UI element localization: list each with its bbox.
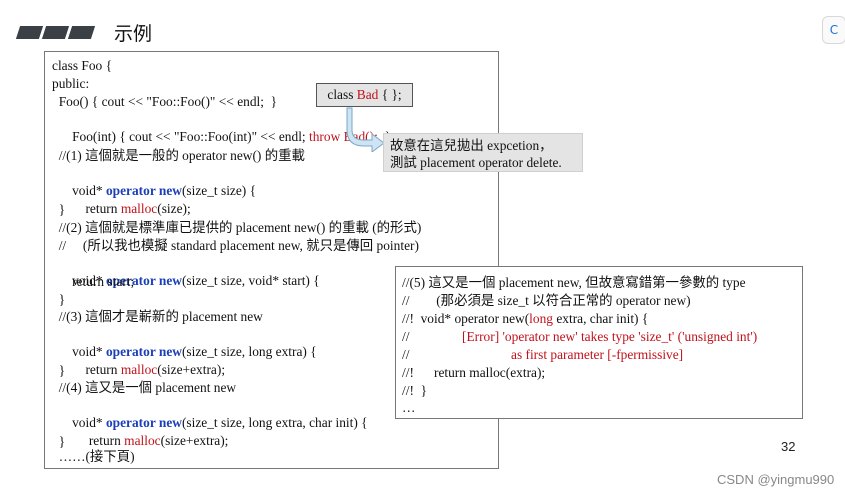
code-line: void* operator new(size_t size, long ext… (52, 326, 317, 377)
code-line: } (52, 434, 66, 449)
code-text: void* (65, 273, 103, 288)
code-comment: // (那必須是 size_t 以符合正常的 operator new) (402, 293, 691, 308)
header-block-icon (15, 25, 44, 39)
code-line: void* operator new(size_t size) { (52, 165, 256, 216)
code-line: } (52, 292, 66, 307)
code-text: //! void* operator new( (402, 311, 530, 326)
code-line: return malloc(size); (52, 183, 191, 234)
code-line: //! } (402, 383, 428, 398)
slide-header: 示例 (15, 20, 153, 45)
code-text: Foo(int) { cout << "Foo::Foo(int)" << en… (65, 129, 306, 144)
code-text: return (65, 433, 121, 448)
code-text: (size_t size, long extra) { (181, 344, 317, 359)
code-line: } (52, 202, 66, 217)
code-text: void* (65, 415, 103, 430)
code-text: void* (65, 183, 103, 198)
code-line: } (52, 363, 66, 378)
wrong-type: long (529, 311, 553, 326)
bad-class-callout: class Bad { }; (316, 83, 413, 107)
code-keyword: operator new (105, 273, 182, 288)
code-comment: // (所以我也模擬 standard placement new, 就只是傳回… (52, 238, 419, 253)
code-text: (size_t size, void* start) { (181, 273, 320, 288)
code-comment: //(2) 這個就是標準庫已提供的 placement new() 的重載 (的… (52, 220, 422, 235)
error-message: [Error] 'operator new' takes type 'size_… (462, 329, 758, 344)
note-line: 測試 placement operator delete. (390, 155, 562, 170)
code-line: void* operator new(size_t size, long ext… (52, 397, 368, 448)
code-line: //! return malloc(extra); (402, 365, 546, 380)
exception-note: 故意在這兒拋出 expcetion， 測試 placement operator… (383, 133, 583, 172)
code-text: (size+extra); (160, 433, 229, 448)
watermark: CSDN @yingmu990 (717, 472, 835, 487)
continued-label: ……(接下頁) (52, 449, 135, 464)
code-keyword: operator new (105, 183, 182, 198)
code-keyword: operator new (105, 344, 182, 359)
code-line: public: (52, 76, 90, 91)
bad-name: Bad (356, 87, 379, 102)
slide-title: 示例 (114, 22, 153, 45)
code-malloc: malloc (120, 362, 158, 377)
code-comment: // (402, 347, 410, 362)
lens-icon[interactable]: C (822, 16, 845, 44)
error-example-panel: //(5) 這又是一個 placement new, 但故意寫錯第一參數的 ty… (395, 266, 803, 419)
code-text: extra, char init) { (552, 311, 649, 326)
code-comment: //(1) 這個就是一般的 operator new() 的重載 (52, 148, 305, 163)
code-text: (size+extra); (157, 362, 226, 377)
note-line: 故意在這兒拋出 expcetion， (390, 138, 553, 153)
code-line: //! void* operator new(long extra, char … (402, 310, 648, 327)
curved-arrow-icon (346, 107, 385, 152)
code-malloc: malloc (124, 433, 161, 448)
code-line: … (402, 400, 416, 415)
code-malloc: malloc (120, 201, 158, 216)
code-line: void* operator new(size_t size, void* st… (52, 255, 320, 306)
page-number: 32 (781, 439, 796, 454)
header-block-icon (67, 25, 96, 39)
code-comment: //(4) 這又是一個 placement new (52, 380, 237, 395)
code-text: void* (65, 344, 103, 359)
code-text: (size); (157, 201, 191, 216)
code-line: return malloc(size+extra); (52, 415, 229, 466)
code-text: return (65, 201, 118, 216)
code-line: Foo() { cout << "Foo::Foo()" << endl; } (52, 94, 278, 109)
code-comment: //(5) 這又是一個 placement new, 但故意寫錯第一參數的 ty… (402, 275, 746, 290)
code-keyword: operator new (105, 415, 182, 430)
header-block-icon (41, 25, 70, 39)
code-panel: class Foo { public: Foo() { cout << "Foo… (44, 51, 499, 469)
code-comment: //(3) 這個才是嶄新的 placement new (52, 309, 263, 324)
code-text: (size_t size) { (181, 183, 257, 198)
code-comment: // (402, 329, 410, 344)
error-message: as first parameter [-fpermissive] (511, 347, 684, 362)
code-line: return malloc(size+extra); (52, 344, 225, 395)
code-text: (size_t size, long extra, char init) { (181, 415, 368, 430)
code-text: return (65, 362, 118, 377)
bad-pre: class (327, 87, 357, 102)
code-line: class Foo { (52, 58, 112, 73)
code-line: return start; (52, 274, 135, 289)
bad-post: { }; (378, 87, 402, 102)
